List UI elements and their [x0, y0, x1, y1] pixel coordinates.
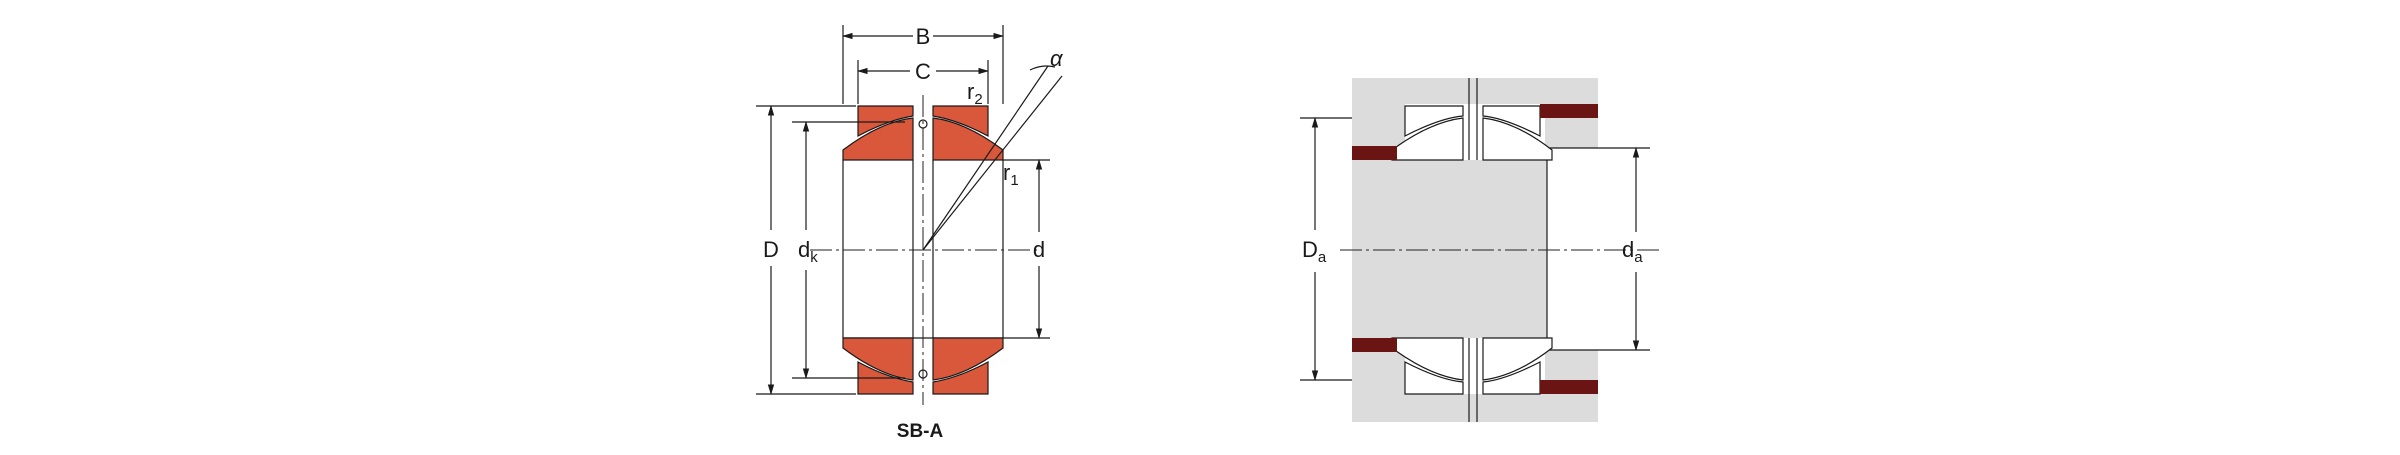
label-r2: r2 [967, 79, 983, 108]
shaft-gap [1547, 148, 1600, 350]
dimension-d: d [1003, 158, 1050, 340]
mounted-bearing-bottom [1391, 337, 1553, 422]
shoulder-bottom-right [1540, 380, 1598, 394]
angle-alpha: α [922, 46, 1064, 251]
label-B: B [916, 24, 931, 49]
right-figure: Da da [1300, 78, 1660, 422]
inner-ring-top-left [842, 117, 914, 161]
shoulders [1352, 104, 1598, 394]
dimension-C: C [856, 59, 990, 104]
outer-ring-top-right [932, 105, 989, 137]
bearing-top-section [842, 105, 1004, 161]
dimension-B: B [841, 24, 1005, 104]
shoulder-top-right [1540, 104, 1598, 118]
label-da: da [1622, 237, 1643, 266]
caption-SB-A: SB-A [897, 421, 944, 442]
inner-ring-bottom-right [932, 337, 1004, 381]
inner-ring-top-right [932, 117, 1004, 161]
dimension-da: da [1600, 146, 1650, 352]
shoulder-bottom-left [1352, 338, 1397, 352]
outer-ring-bottom-right [932, 361, 989, 395]
shoulder-top-left [1352, 146, 1397, 160]
dimension-Da: Da [1300, 116, 1352, 382]
label-D: D [763, 237, 779, 262]
label-d: d [1033, 237, 1045, 262]
mounted-bearing-top [1391, 78, 1553, 161]
dimension-D: D [756, 104, 856, 396]
bearing-bottom-section [842, 337, 1004, 395]
dimension-dk: dk [792, 120, 905, 380]
label-C: C [915, 59, 931, 84]
label-alpha: α [1050, 46, 1064, 71]
label-r1: r1 [1003, 160, 1019, 189]
inner-ring-bottom-left [842, 337, 914, 381]
label-Da: Da [1302, 237, 1327, 266]
left-figure: B C r2 r1 α D [756, 24, 1064, 442]
shaft-area [1352, 160, 1547, 338]
label-dk: dk [798, 237, 818, 266]
